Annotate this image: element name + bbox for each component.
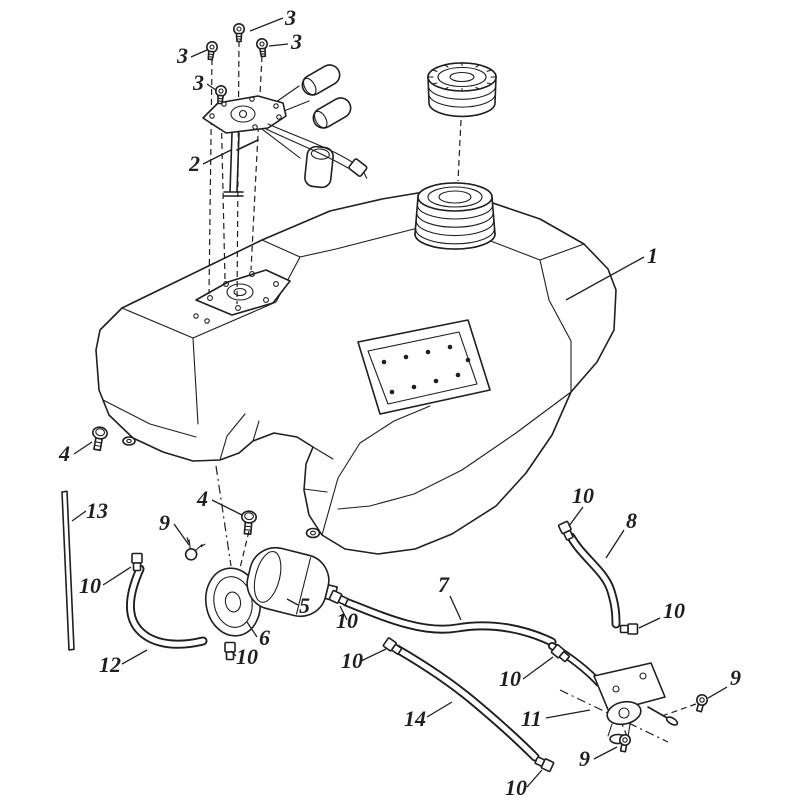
part-callout: 3 [176, 43, 188, 68]
hose-fittings [131, 520, 639, 773]
sender-screws [204, 22, 270, 105]
fuel-hoses [125, 532, 621, 762]
rod-part-13 [61, 490, 75, 651]
leader-lines [71, 17, 728, 788]
part-callout: 9 [159, 510, 170, 535]
part-callout: 3 [192, 70, 204, 95]
sender-connector [348, 158, 368, 179]
part-callout: 14 [404, 706, 426, 731]
tank-mount-tab-left [122, 436, 136, 446]
fitting-part-10 [224, 641, 236, 661]
fitting-part-10 [382, 636, 404, 657]
part-callout: 10 [663, 598, 685, 623]
part-callout: 9 [730, 665, 741, 690]
cap-knurling [427, 62, 497, 92]
part-callout: 10 [236, 644, 258, 669]
valve-body [606, 700, 642, 726]
tank-mounting-plate [357, 319, 491, 415]
filler-neck [414, 182, 496, 250]
part-callout: 10 [572, 483, 594, 508]
part-callout: 1 [647, 243, 658, 268]
fitting-part-10 [328, 589, 350, 608]
sender-float-1 [301, 64, 341, 96]
part-callout: 13 [86, 498, 108, 523]
fitting-part-10 [557, 520, 576, 542]
pump-filter-assembly [204, 546, 339, 637]
sender-float-3 [304, 145, 334, 189]
callout-labels: 3 3 3 3 2 1 4 4 13 9 10 8 10 5 7 10 10 6… [58, 5, 741, 800]
part-callout: 10 [341, 648, 363, 673]
screw-part-3 [233, 22, 245, 43]
sender-bracket [223, 132, 259, 197]
part-callout: 11 [521, 706, 542, 731]
screw-part-3 [255, 37, 270, 58]
fuel-tank-body [95, 190, 617, 555]
tank-outline [95, 190, 617, 555]
valve-bracket [593, 662, 666, 713]
fuel-cap [427, 62, 497, 118]
part-callout: 7 [438, 572, 450, 597]
part-callout: 10 [499, 666, 521, 691]
part-callout: 10 [336, 608, 358, 633]
valve-lever [665, 716, 679, 726]
body-part-5 [246, 546, 339, 618]
clamp-part-9 [179, 536, 206, 564]
hose-part-12 [125, 564, 208, 649]
part-callout: 12 [99, 652, 121, 677]
fuel-valve-assembly [548, 642, 679, 745]
part-callout: 5 [299, 593, 310, 618]
fuel-sender-assembly [202, 64, 368, 197]
part-callout: 9 [579, 746, 590, 771]
fitting-part-10 [533, 754, 555, 773]
part-callout: 3 [290, 29, 302, 54]
part-callout: 10 [79, 573, 101, 598]
screw-part-9 [693, 692, 710, 714]
tank-mount-tab-front [305, 527, 321, 539]
part-callout: 4 [196, 486, 208, 511]
part-callout: 4 [58, 441, 70, 466]
fitting-part-10 [619, 623, 639, 635]
sender-mount-platform [193, 269, 291, 324]
part-callout: 6 [259, 625, 270, 650]
part-callout: 8 [626, 508, 637, 533]
hose-part-8 [566, 532, 621, 629]
sender-float-2 [312, 97, 352, 129]
fitting-part-10 [131, 552, 143, 572]
part-callout: 2 [188, 151, 200, 176]
sender-wires [265, 123, 353, 169]
hose-part-7 [341, 597, 557, 647]
part-callout: 3 [284, 5, 296, 30]
sender-plate [202, 95, 287, 134]
part-callout: 10 [505, 775, 527, 800]
bolt-part-4 [89, 425, 109, 452]
hose-part-14 [392, 644, 540, 762]
